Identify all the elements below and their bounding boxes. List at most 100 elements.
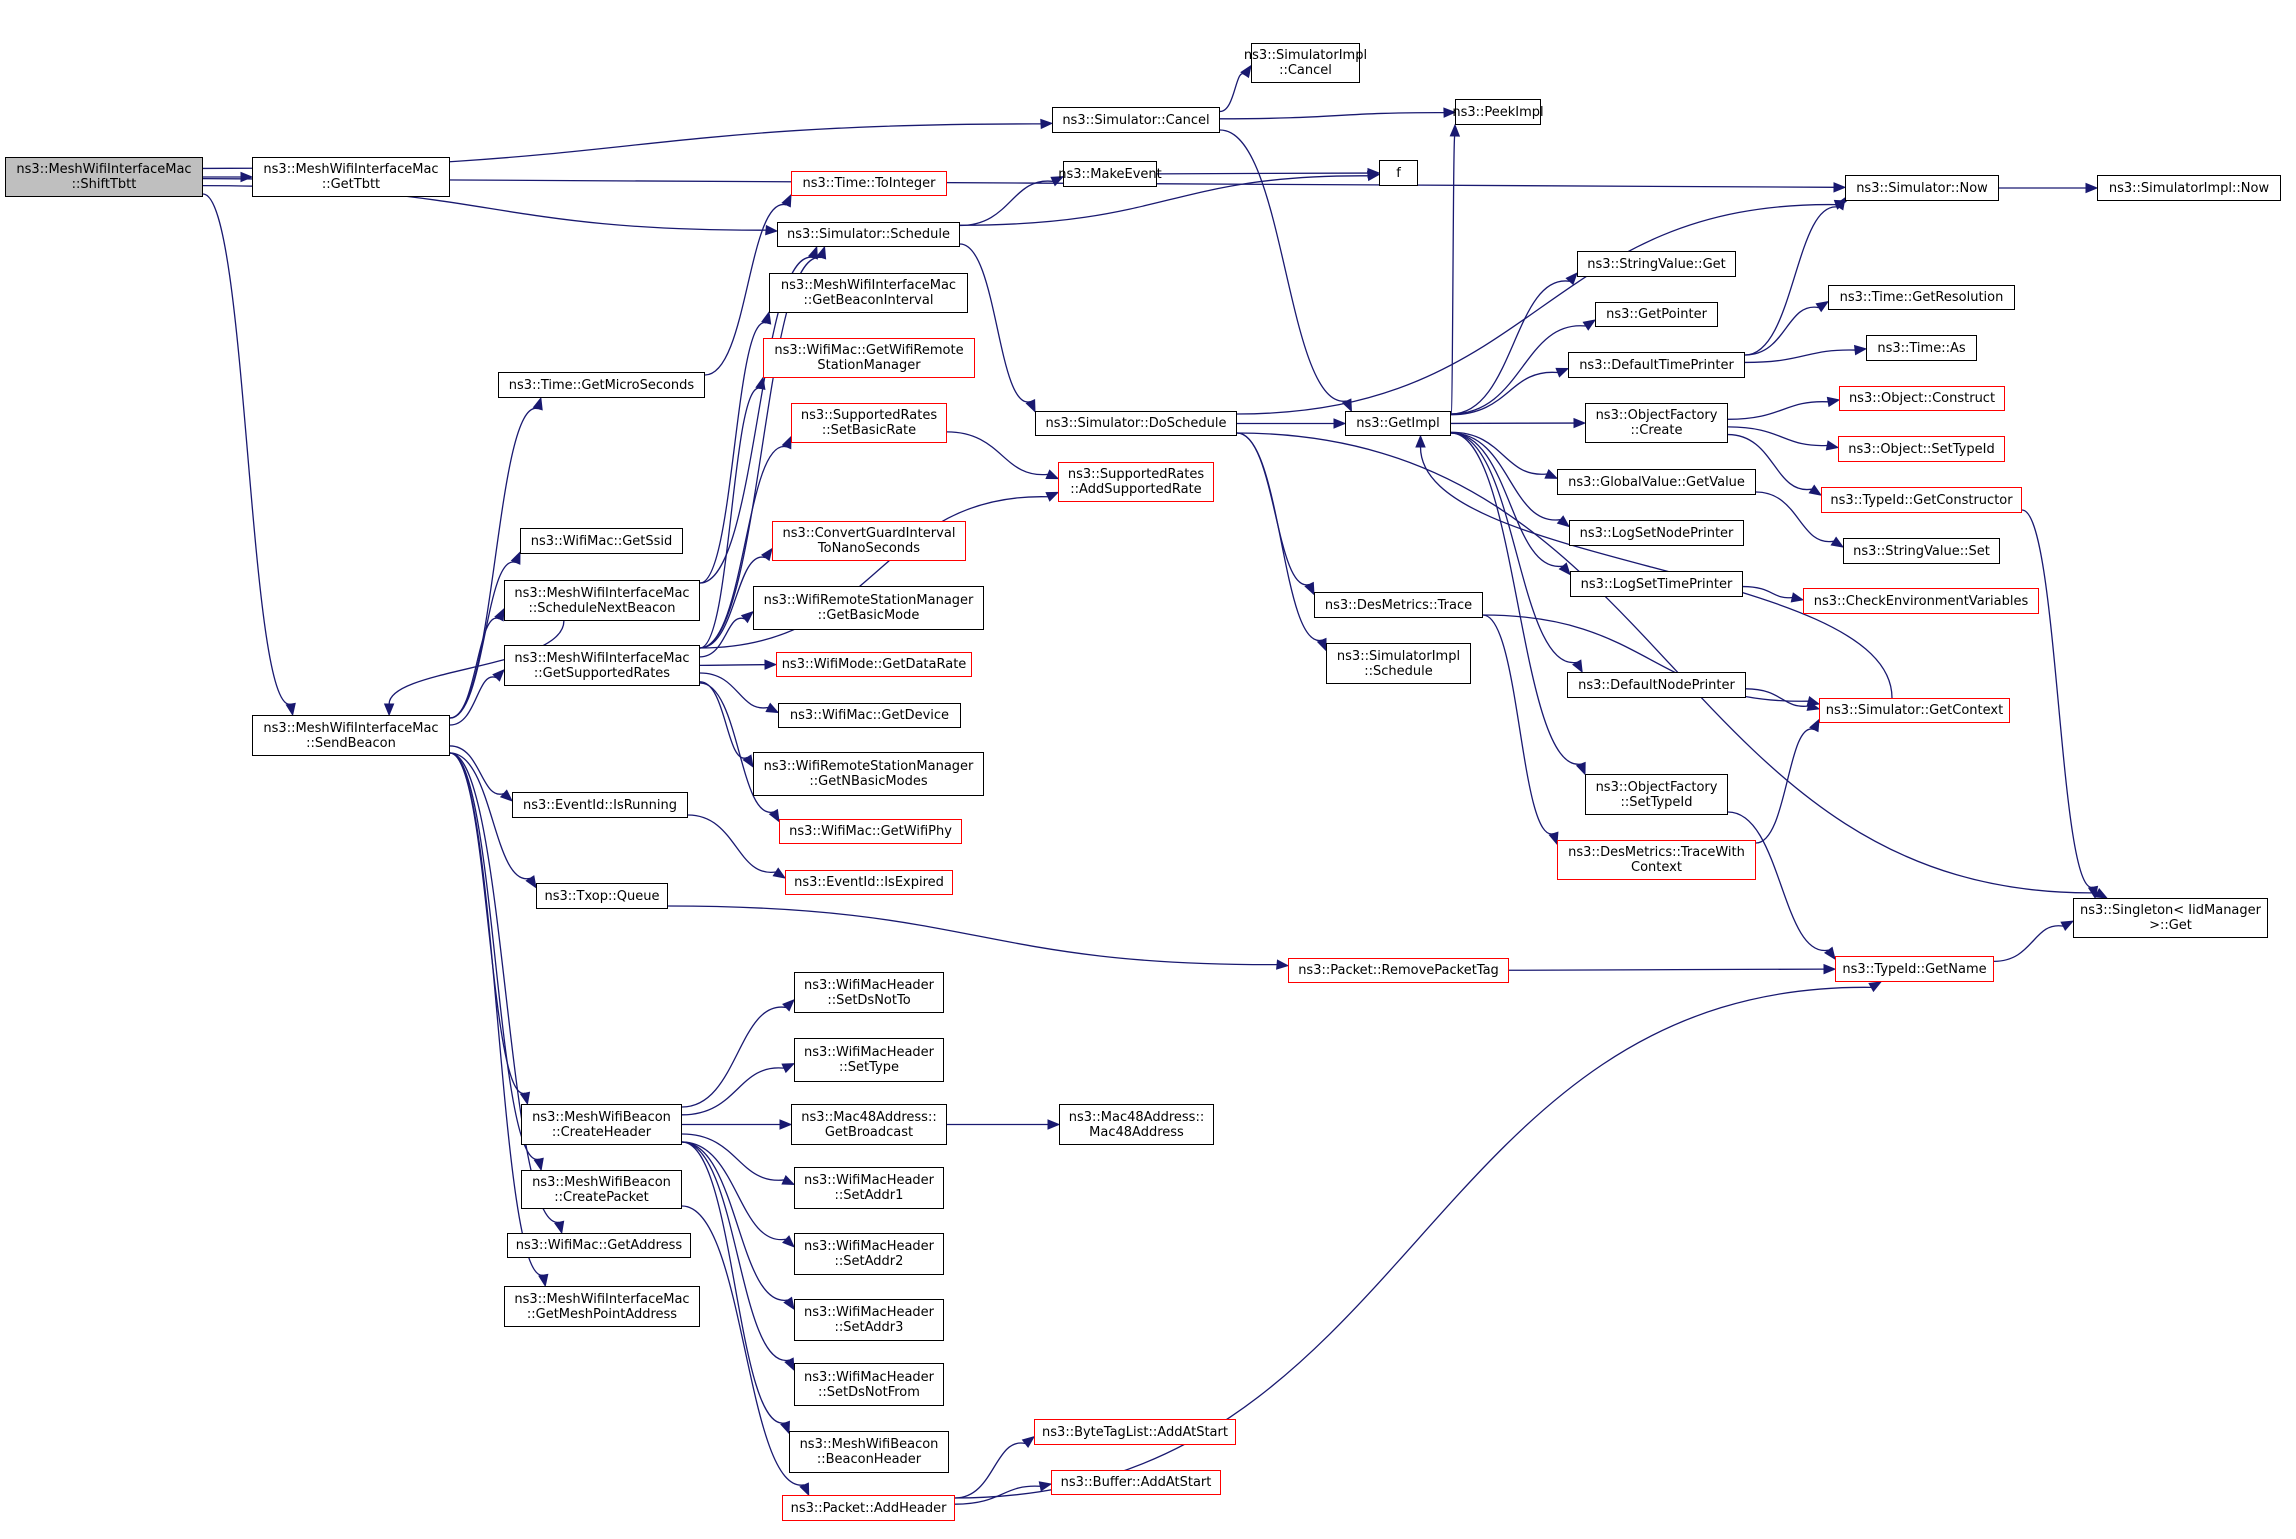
graph-node-txop-queue[interactable]: ns3::Txop::Queue: [536, 883, 668, 909]
graph-node-typeid-getconstructor[interactable]: ns3::TypeId::GetConstructor: [1821, 487, 2022, 513]
graph-node-time-getresolution[interactable]: ns3::Time::GetResolution: [1828, 285, 2015, 310]
graph-node-buffer-addatstart[interactable]: ns3::Buffer::AddAtStart: [1051, 1470, 1221, 1495]
arrowhead-icon: [525, 875, 537, 889]
graph-node-getwifiremotestationmanager[interactable]: ns3::WifiMac::GetWifiRemote StationManag…: [763, 338, 975, 378]
graph-node-sim-schedule[interactable]: ns3::Simulator::Schedule: [777, 222, 960, 247]
node-label: ns3::ObjectFactory ::Create: [1595, 408, 1718, 438]
arrowhead-icon: [1868, 981, 1883, 993]
edge-defaulttimeprinter-to-time-as: [1744, 349, 1856, 364]
graph-node-setdsnotto[interactable]: ns3::WifiMacHeader ::SetDsNotTo: [794, 972, 944, 1013]
edge-sim-cancel-to-simimpl-cancel: [1219, 73, 1246, 113]
graph-node-desmetrics-trace[interactable]: ns3::DesMetrics::Trace: [1314, 592, 1483, 618]
node-label: ns3::WifiMacHeader ::SetAddr1: [803, 1173, 935, 1203]
graph-node-getbasicmode[interactable]: ns3::WifiRemoteStationManager ::GetBasic…: [753, 586, 984, 630]
arrowhead-icon: [510, 550, 521, 565]
graph-node-makeevent[interactable]: ns3::MakeEvent: [1058, 161, 1162, 187]
graph-node-schedulenextbeacon[interactable]: ns3::MeshWifiInterfaceMac ::ScheduleNext…: [504, 580, 700, 621]
graph-node-globalvalue-getvalue[interactable]: ns3::GlobalValue::GetValue: [1557, 469, 1756, 495]
graph-node-wifimac-getssid[interactable]: ns3::WifiMac::GetSsid: [520, 528, 683, 554]
graph-node-simimpl-cancel[interactable]: ns3::SimulatorImpl ::Cancel: [1244, 43, 1367, 83]
graph-node-beaconheader[interactable]: ns3::MeshWifiBeacon ::BeaconHeader: [789, 1431, 949, 1473]
node-label: ns3::WifiMode::GetDataRate: [781, 657, 967, 672]
edge-defaulttimeprinter-to-time-getresolution: [1744, 306, 1819, 356]
edge-getimpl-to-defaultnodeprinter: [1450, 432, 1577, 664]
graph-node-setdsnotfrom[interactable]: ns3::WifiMacHeader ::SetDsNotFrom: [794, 1363, 944, 1406]
graph-node-getmeshpointaddress[interactable]: ns3::MeshWifiInterfaceMac ::GetMeshPoint…: [504, 1286, 700, 1327]
graph-node-getsupportedrates[interactable]: ns3::MeshWifiInterfaceMac ::GetSupported…: [504, 645, 700, 686]
graph-node-addsupportedrate[interactable]: ns3::SupportedRates ::AddSupportedRate: [1058, 462, 1214, 502]
graph-node-stringvalue-set[interactable]: ns3::StringValue::Set: [1843, 538, 2000, 564]
graph-node-sim-getcontext[interactable]: ns3::Simulator::GetContext: [1819, 698, 2010, 723]
graph-node-settype[interactable]: ns3::WifiMacHeader ::SetType: [794, 1038, 944, 1082]
graph-node-createpacket[interactable]: ns3::MeshWifiBeacon ::CreatePacket: [521, 1170, 682, 1209]
arrowhead-icon: [782, 1235, 795, 1248]
graph-node-simimpl-now[interactable]: ns3::SimulatorImpl::Now: [2097, 175, 2281, 201]
graph-node-getpointer[interactable]: ns3::GetPointer: [1595, 302, 1718, 327]
graph-node-sim-cancel[interactable]: ns3::Simulator::Cancel: [1052, 107, 1220, 133]
graph-node-getbroadcast[interactable]: ns3::Mac48Address:: GetBroadcast: [791, 1104, 947, 1145]
graph-node-logsetnodeprinter[interactable]: ns3::LogSetNodePrinter: [1569, 520, 1744, 546]
graph-node-eventid-isrunning[interactable]: ns3::EventId::IsRunning: [512, 792, 688, 818]
graph-node-time-tointeger[interactable]: ns3::Time::ToInteger: [791, 171, 947, 196]
graph-node-createheader[interactable]: ns3::MeshWifiBeacon ::CreateHeader: [521, 1104, 682, 1145]
graph-node-wifimac-getaddress[interactable]: ns3::WifiMac::GetAddress: [507, 1233, 691, 1258]
graph-node-bytetaglist-addatstart[interactable]: ns3::ByteTagList::AddAtStart: [1034, 1419, 1236, 1445]
arrowhead-icon: [765, 224, 779, 236]
graph-node-sim-doschedule[interactable]: ns3::Simulator::DoSchedule: [1035, 411, 1237, 436]
graph-node-setaddr2[interactable]: ns3::WifiMacHeader ::SetAddr2: [794, 1233, 944, 1275]
graph-node-stringvalue-get[interactable]: ns3::StringValue::Get: [1577, 251, 1736, 277]
graph-node-defaulttimeprinter[interactable]: ns3::DefaultTimePrinter: [1568, 352, 1745, 378]
graph-node-wifimac-getwifiphy[interactable]: ns3::WifiMac::GetWifiPhy: [779, 819, 962, 844]
graph-node-convertguardinterval[interactable]: ns3::ConvertGuardInterval ToNanoSeconds: [772, 521, 966, 561]
graph-node-logsettimeprinter[interactable]: ns3::LogSetTimePrinter: [1570, 571, 1743, 597]
arrowhead-icon: [1050, 176, 1065, 187]
arrowhead-icon: [1826, 396, 1841, 408]
graph-node-setbasicrate[interactable]: ns3::SupportedRates ::SetBasicRate: [791, 403, 947, 443]
graph-node-getbeaconinterval[interactable]: ns3::MeshWifiInterfaceMac ::GetBeaconInt…: [769, 273, 968, 313]
node-label: ns3::Singleton< IidManager >::Get: [2079, 903, 2261, 933]
graph-node-sim-now[interactable]: ns3::Simulator::Now: [1845, 175, 1999, 201]
graph-node-objectfactory-create[interactable]: ns3::ObjectFactory ::Create: [1585, 403, 1728, 443]
edge-getimpl-to-logsettimeprinter: [1450, 432, 1564, 567]
graph-node-object-settypeid[interactable]: ns3::Object::SetTypeId: [1838, 436, 2005, 462]
arrowhead-icon: [1558, 562, 1571, 576]
graph-node-time-as[interactable]: ns3::Time::As: [1866, 335, 1977, 361]
graph-node-typeid-getname[interactable]: ns3::TypeId::GetName: [1835, 956, 1994, 982]
graph-node-setaddr1[interactable]: ns3::WifiMacHeader ::SetAddr1: [794, 1167, 944, 1209]
graph-node-getnbasicmodes[interactable]: ns3::WifiRemoteStationManager ::GetNBasi…: [753, 752, 984, 796]
arrowhead-icon: [1316, 637, 1327, 652]
graph-node-packet-addheader[interactable]: ns3::Packet::AddHeader: [782, 1495, 955, 1521]
arrowhead-icon: [781, 1063, 796, 1074]
graph-node-mac48address[interactable]: ns3::Mac48Address:: Mac48Address: [1059, 1104, 1214, 1145]
graph-node-objectfactory-settypeid[interactable]: ns3::ObjectFactory ::SetTypeId: [1585, 774, 1728, 815]
node-label: ns3::WifiMac::GetAddress: [515, 1238, 683, 1253]
graph-node-gettbtt[interactable]: ns3::MeshWifiInterfaceMac ::GetTbtt: [252, 157, 450, 197]
arrowhead-icon: [1045, 469, 1060, 480]
node-label: ns3::MeshWifiInterfaceMac ::ScheduleNext…: [514, 585, 690, 616]
node-label: ns3::TypeId::GetConstructor: [1830, 492, 2013, 508]
graph-node-simimpl-schedule[interactable]: ns3::SimulatorImpl ::Schedule: [1326, 643, 1471, 684]
graph-node-defaultnodeprinter[interactable]: ns3::DefaultNodePrinter: [1567, 672, 1746, 698]
graph-node-singleton-get[interactable]: ns3::Singleton< IidManager >::Get: [2073, 898, 2268, 938]
node-label: ns3::MeshWifiInterfaceMac ::GetBeaconInt…: [780, 278, 957, 308]
graph-node-desmetrics-tracewithcontext[interactable]: ns3::DesMetrics::TraceWith Context: [1557, 840, 1756, 880]
graph-node-f[interactable]: f: [1379, 160, 1418, 186]
graph-node-setaddr3[interactable]: ns3::WifiMacHeader ::SetAddr3: [794, 1299, 944, 1341]
node-label: ns3::ConvertGuardInterval ToNanoSeconds: [782, 526, 956, 556]
graph-node-checkenvironmentvariables[interactable]: ns3::CheckEnvironmentVariables: [1803, 588, 2039, 614]
edge-objectfactory-settypeid-to-typeid-getname: [1727, 811, 1829, 951]
node-label: ns3::EventId::IsRunning: [522, 797, 677, 813]
graph-node-eventid-isexpired[interactable]: ns3::EventId::IsExpired: [785, 870, 953, 895]
graph-node-time-getmicroseconds[interactable]: ns3::Time::GetMicroSeconds: [498, 372, 705, 398]
graph-node-sendbeacon[interactable]: ns3::MeshWifiInterfaceMac ::SendBeacon: [252, 715, 450, 756]
graph-node-peekimpl[interactable]: ns3::PeekImpl: [1452, 99, 1544, 125]
arrowhead-icon: [1040, 118, 1054, 130]
edge-createheader-to-setaddr3: [681, 1141, 788, 1301]
graph-node-wifimode-getdatarate[interactable]: ns3::WifiMode::GetDataRate: [776, 652, 972, 677]
graph-node-object-construct[interactable]: ns3::Object::Construct: [1839, 386, 2005, 411]
edge-sim-schedule-to-makeevent: [959, 180, 1054, 227]
graph-node-getimpl[interactable]: ns3::GetImpl: [1345, 411, 1451, 436]
graph-node-wifimac-getdevice[interactable]: ns3::WifiMac::GetDevice: [778, 703, 961, 728]
node-label: ns3::SupportedRates ::AddSupportedRate: [1067, 467, 1205, 497]
graph-node-packet-removepackettag[interactable]: ns3::Packet::RemovePacketTag: [1288, 958, 1509, 983]
